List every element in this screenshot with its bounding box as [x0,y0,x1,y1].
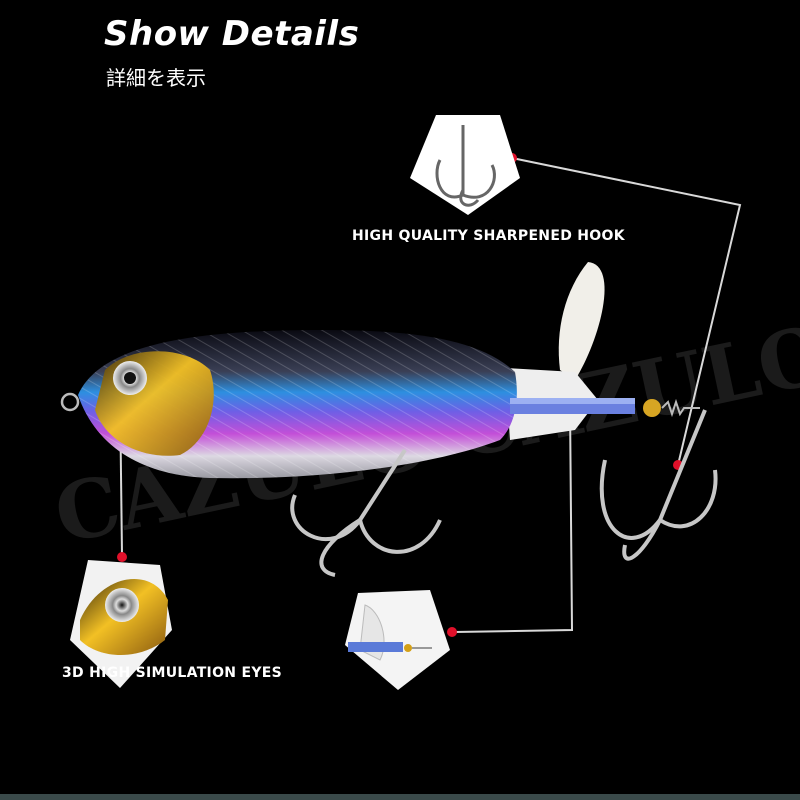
prop-inset-dot [447,627,457,637]
propeller-inset [345,590,450,690]
hook-inset [410,115,520,215]
hook-feature-label: HIGH QUALITY SHARPENED HOOK [352,228,625,244]
fishing-lure [60,262,718,577]
eyes-inset [70,560,172,688]
eyes-feature-label: 3D HIGH SIMULATION EYES [62,665,283,681]
page-subtitle: 詳細を表示 [106,66,206,90]
eye-inset-dot [117,552,127,562]
page-title: Show Details [104,14,360,54]
bottom-edge-bar [0,794,800,800]
